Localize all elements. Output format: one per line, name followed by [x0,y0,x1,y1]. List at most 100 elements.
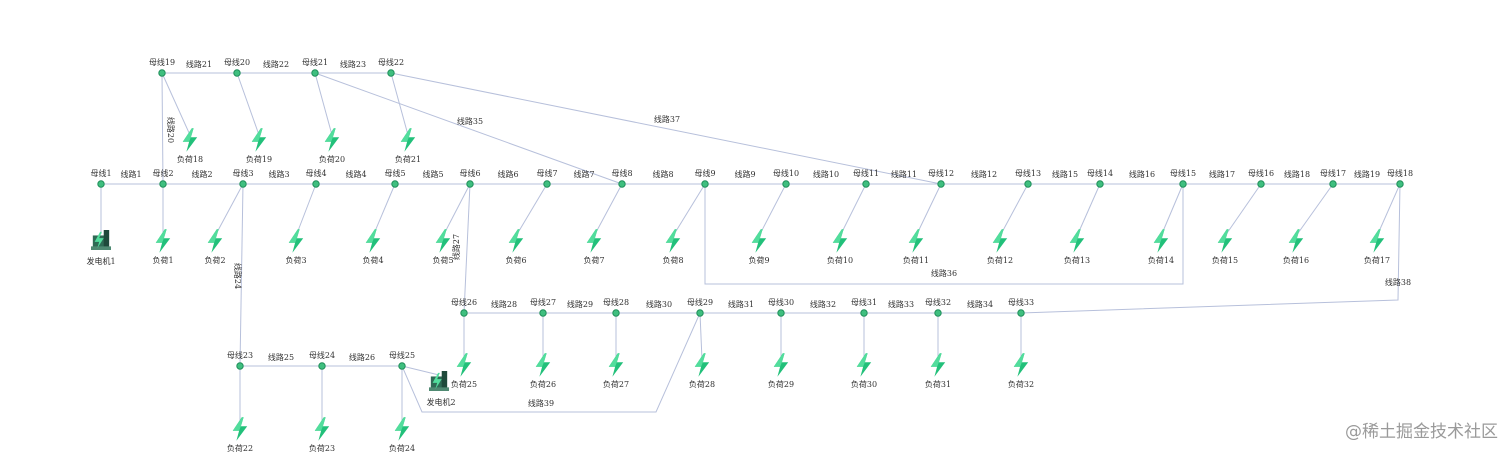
load-icon[interactable] [288,229,304,253]
line-label: 线路9 [734,169,755,179]
line-label: 线路28 [491,299,517,309]
bus-label: 母线7 [536,168,557,178]
bus-node[interactable] [239,180,247,188]
bus-node[interactable] [398,362,406,370]
load-icon[interactable] [207,229,223,253]
bus-node[interactable] [543,180,551,188]
load-label: 负荷2 [204,255,225,265]
bus-node[interactable] [158,69,166,77]
load-connector [236,72,260,136]
bus-node[interactable] [233,69,241,77]
load-connector [699,312,703,361]
line-22[interactable] [239,183,244,367]
load-icon[interactable] [508,229,524,253]
load-icon[interactable] [1069,229,1085,253]
bus-node[interactable] [311,69,319,77]
bus-node[interactable] [696,309,704,317]
bus-node[interactable] [391,180,399,188]
line-21[interactable] [161,72,164,185]
bus-node[interactable] [460,309,468,317]
load-label: 负荷31 [925,379,951,389]
bus-node[interactable] [777,309,785,317]
generator-icon[interactable] [91,230,111,250]
load-icon[interactable] [773,353,789,377]
load-icon[interactable] [182,128,198,152]
bus-node[interactable] [612,309,620,317]
load-label: 负荷5 [432,255,453,265]
bus-label: 母线32 [925,297,951,307]
bus-node[interactable] [937,180,945,188]
load-icon[interactable] [394,417,410,441]
bus-label: 母线19 [149,57,175,67]
bus-node[interactable] [159,180,167,188]
load-icon[interactable] [324,128,340,152]
bus-node[interactable] [1096,180,1104,188]
line-label: 线路38 [1385,277,1411,287]
bus-node[interactable] [1257,180,1265,188]
bus-node[interactable] [1396,180,1404,188]
load-connector [1295,183,1334,237]
line-37[interactable] [401,312,701,413]
load-icon[interactable] [856,353,872,377]
bus-node[interactable] [318,362,326,370]
load-label: 负荷21 [395,154,421,164]
load-icon[interactable] [586,229,602,253]
bus-node[interactable] [1024,180,1032,188]
bus-node[interactable] [312,180,320,188]
line-label: 线路39 [528,398,554,408]
load-icon[interactable] [535,353,551,377]
load-icon[interactable] [456,353,472,377]
line-34[interactable] [704,184,1184,285]
line-25[interactable] [463,183,471,314]
bus-node[interactable] [236,362,244,370]
line-label: 线路26 [349,352,375,362]
load-icon[interactable] [608,353,624,377]
line-35[interactable] [390,72,942,185]
load-icon[interactable] [365,229,381,253]
bus-node[interactable] [934,309,942,317]
bus-node[interactable] [782,180,790,188]
load-icon[interactable] [1369,229,1385,253]
bus-node[interactable] [618,180,626,188]
line-33[interactable] [314,72,623,185]
bus-node[interactable] [1017,309,1025,317]
load-icon[interactable] [251,128,267,152]
bus-label: 母线17 [1320,168,1346,178]
load-icon[interactable] [694,353,710,377]
load-icon[interactable] [400,128,416,152]
load-icon[interactable] [1153,229,1169,253]
bus-node[interactable] [701,180,709,188]
line-label: 线路10 [813,169,839,179]
bus-node[interactable] [97,180,105,188]
bus-node[interactable] [862,180,870,188]
load-icon[interactable] [232,417,248,441]
bus-node[interactable] [1179,180,1187,188]
load-label: 负荷29 [768,379,794,389]
load-icon[interactable] [155,229,171,253]
line-36[interactable] [1020,183,1401,314]
load-icon[interactable] [665,229,681,253]
load-icon[interactable] [908,229,924,253]
load-icon[interactable] [1217,229,1233,253]
load-icon[interactable] [832,229,848,253]
bus-node[interactable] [860,309,868,317]
bus-node[interactable] [539,309,547,317]
load-icon[interactable] [992,229,1008,253]
load-connector [1076,183,1101,237]
line-label: 线路32 [810,299,836,309]
bus-label: 母线21 [302,57,328,67]
load-icon[interactable] [751,229,767,253]
bus-node[interactable] [1329,180,1337,188]
load-icon[interactable] [1013,353,1029,377]
load-label: 负荷12 [987,255,1013,265]
bus-node[interactable] [387,69,395,77]
load-icon[interactable] [314,417,330,441]
line-label: 线路19 [1354,169,1380,179]
generator-icon[interactable] [429,371,449,391]
bus-node[interactable] [466,180,474,188]
load-icon[interactable] [1288,229,1304,253]
load-icon[interactable] [930,353,946,377]
bus-label: 母线26 [451,297,477,307]
load-icon[interactable] [435,229,451,253]
